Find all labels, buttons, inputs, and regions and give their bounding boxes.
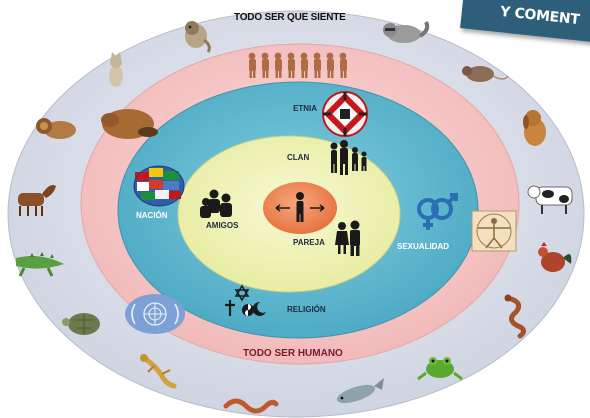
sexualidad-label: SEXUALIDAD: [397, 242, 449, 251]
nacion-label: NACIÓN: [136, 211, 168, 220]
etnia-label: ETNIA: [293, 104, 317, 113]
religion-label: RELIGIÓN: [287, 305, 326, 314]
clan-label: CLAN: [287, 153, 309, 162]
vitruvian-man-icon: [472, 211, 516, 251]
outer-ring-label: TODO SER QUE SIENTE: [234, 12, 346, 23]
amigos-label: AMIGOS: [206, 221, 238, 230]
pareja-label: PAREJA: [293, 238, 325, 247]
human-ring-label: TODO SER HUMANO: [243, 348, 343, 359]
ethnic-emblem-icon: [323, 92, 367, 136]
flags-globe-icon: [134, 166, 184, 206]
world-emblem-icon: [125, 294, 185, 334]
